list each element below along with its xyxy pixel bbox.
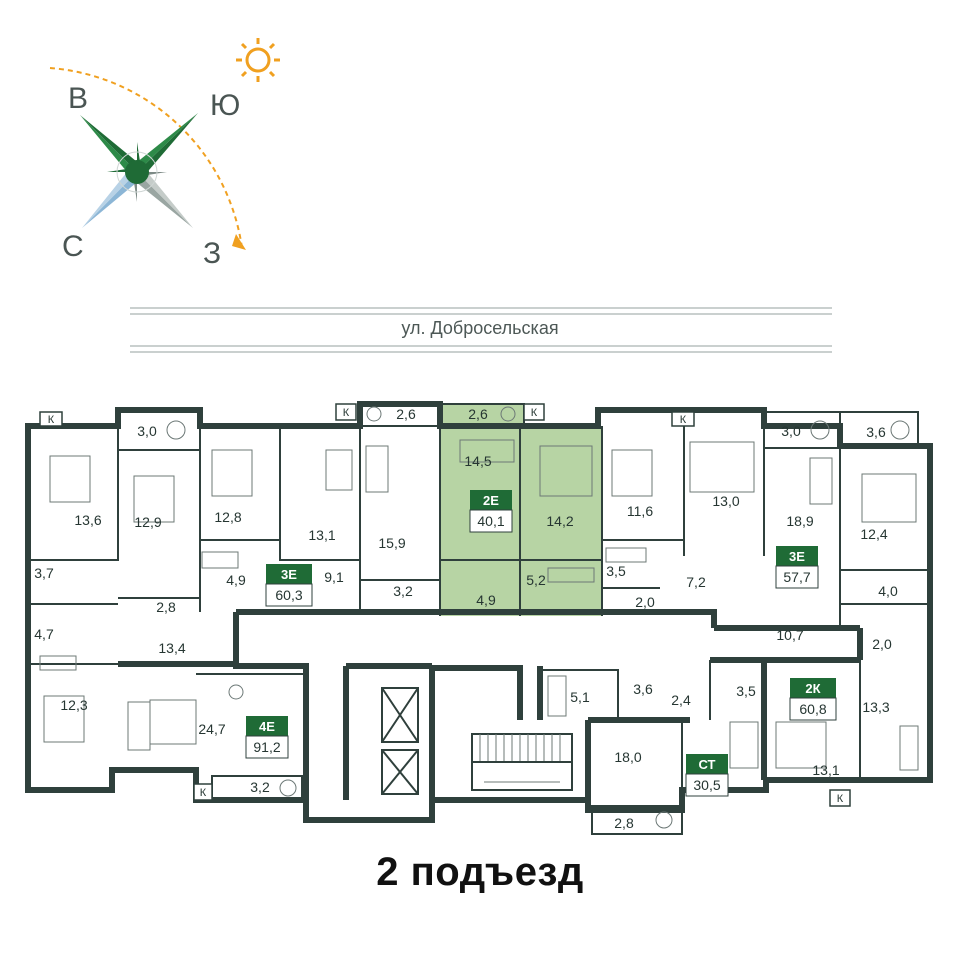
apartment-badge-2e[interactable]: 2Е 40,1 [469,490,513,533]
apartment-badge-4e[interactable]: 4Е 91,2 [245,716,289,759]
balcony-markers: К К К К К К [39,403,851,807]
room-area: 5,2 [526,572,546,588]
apartment-badges: 3Е 60,3 2Е 40,1 3Е 57,7 2К 60,8 4Е 91,2 [245,490,837,797]
room-area: 3,0 [781,423,801,439]
room-area: 2,8 [156,599,176,615]
entrance-title: 2 подъезд [376,850,584,894]
apartment-area: 40,1 [477,513,504,529]
room-area-labels: 13,6 12,9 3,0 12,8 13,1 2,6 15,9 2,6 14,… [34,406,898,831]
room-area: 12,3 [60,697,87,713]
room-area: 3,5 [606,563,626,579]
apartment-badge-2k[interactable]: 2К 60,8 [789,678,837,721]
room-area: 7,2 [686,574,706,590]
room-area: 4,7 [34,626,54,642]
room-area: 13,3 [862,699,889,715]
compass-west-label: З [203,237,221,270]
apartment-type: 4Е [259,719,275,734]
balcony-mark: К [680,414,687,426]
room-area: 4,9 [226,572,246,588]
room-area: 15,9 [378,535,405,551]
balcony-mark: К [531,407,538,419]
apartment-type: 2К [805,681,820,696]
room-area: 13,0 [712,493,739,509]
apartment-badge-st[interactable]: СТ 30,5 [685,754,729,797]
room-area: 5,1 [570,689,590,705]
room-area: 14,5 [464,453,491,469]
compass-east-label: В [68,82,88,115]
street-name: ул. Добросельская [401,318,559,338]
compass-rose: В Ю С З [49,38,280,270]
apartment-type: СТ [698,757,715,772]
room-area: 12,9 [134,514,161,530]
apartment-type: 3Е [281,567,297,582]
room-area: 9,1 [324,569,344,585]
room-area: 18,9 [786,513,813,529]
compass-center [125,160,149,184]
apartment-badge-3e-east[interactable]: 3Е 57,7 [775,546,819,589]
room-area: 24,7 [198,721,225,737]
room-area: 2,4 [671,692,691,708]
room-area: 12,8 [214,509,241,525]
balcony-mark: К [837,793,844,805]
balcony-mark: К [200,787,207,799]
balcony-mark: К [343,407,350,419]
room-area: 14,2 [546,513,573,529]
stair-elevator-core [381,687,573,795]
room-area: 2,8 [614,815,634,831]
sun-path-arc [49,67,243,249]
room-area: 3,7 [34,565,54,581]
room-area: 2,6 [468,406,488,422]
room-area: 3,6 [633,681,653,697]
room-area: 13,6 [74,512,101,528]
sun-path-arrow [232,234,246,250]
apartment-type: 3Е [789,549,805,564]
apartment-badge-3e-west[interactable]: 3Е 60,3 [265,564,313,607]
room-area: 2,0 [635,594,655,610]
room-area: 18,0 [614,749,641,765]
room-area: 3,0 [137,423,157,439]
room-area: 3,2 [393,583,413,599]
furniture-hints [39,406,919,829]
apartment-area: 57,7 [783,569,810,585]
room-area: 10,7 [776,627,803,643]
room-area: 2,0 [872,636,892,652]
room-area: 4,0 [878,583,898,599]
balcony-mark: К [48,414,55,426]
building-walls [25,401,933,835]
room-area: 3,2 [250,779,270,795]
room-area: 13,1 [812,762,839,778]
compass-south-label: Ю [210,89,240,122]
room-area: 4,9 [476,592,496,608]
apartment-area: 30,5 [693,777,720,793]
room-area: 3,5 [736,683,756,699]
sun-icon [236,38,280,82]
room-area: 2,6 [396,406,416,422]
apartment-area: 60,3 [275,587,302,603]
room-area: 13,4 [158,640,185,656]
room-area: 3,6 [866,424,886,440]
street-lines [130,307,832,353]
room-area: 11,6 [627,503,653,519]
apartment-area: 60,8 [799,701,826,717]
apartment-area: 91,2 [253,739,280,755]
room-area: 12,4 [860,526,887,542]
room-area: 13,1 [308,527,335,543]
compass-north-label: С [62,230,84,263]
apartment-type: 2Е [483,493,499,508]
